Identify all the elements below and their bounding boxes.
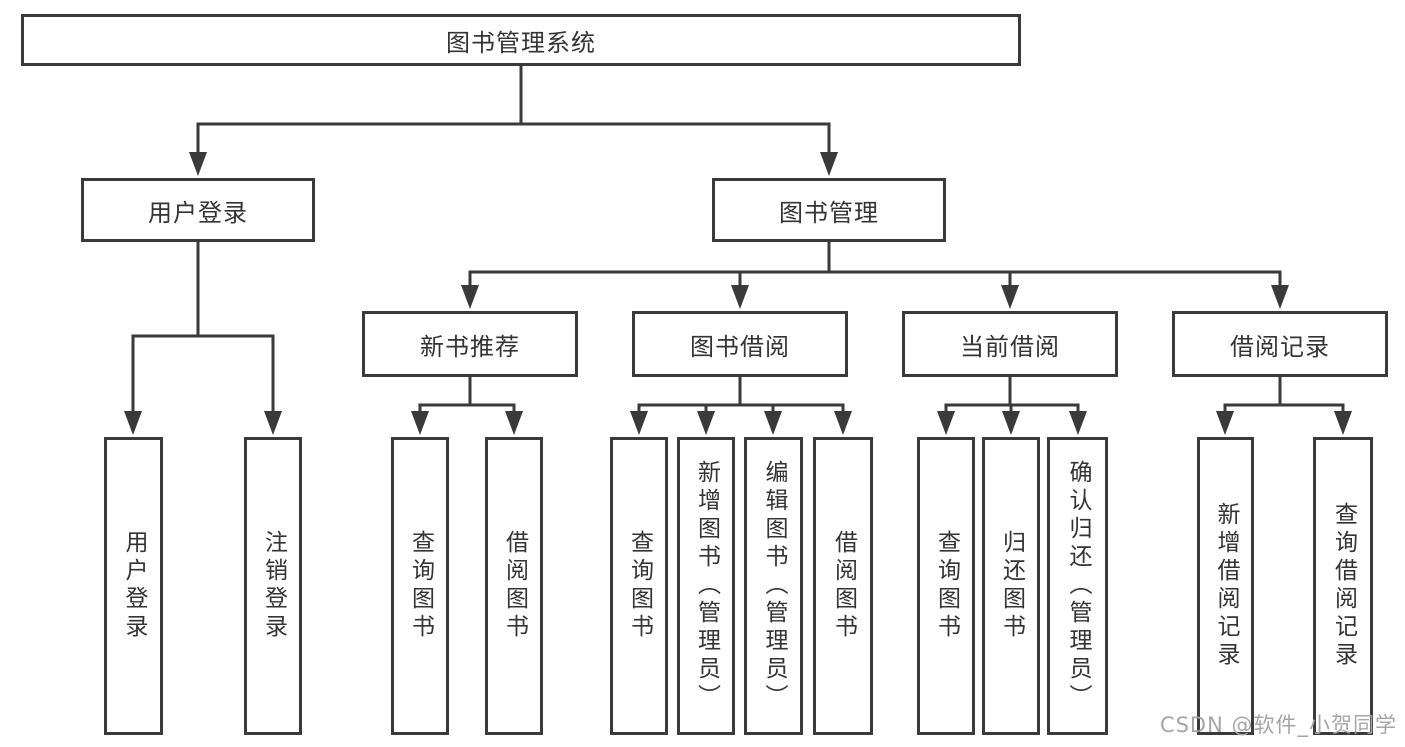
arrow-icon	[264, 411, 282, 435]
tree-connector-path	[131, 66, 1345, 413]
node-root-title: 图书管理系统	[21, 14, 1021, 66]
leaf-borrow-books-recommend: 借阅图书	[485, 437, 543, 735]
arrow-icon	[697, 411, 715, 435]
leaf-query-books-recommend: 查询图书	[391, 437, 449, 735]
node-new-book-recommend: 新书推荐	[362, 311, 578, 377]
arrowheads	[124, 152, 1352, 435]
arrow-icon	[630, 411, 648, 435]
leaf-borrow-books: 借阅图书	[813, 437, 873, 735]
arrow-icon	[1271, 285, 1289, 309]
arrow-icon	[1001, 285, 1019, 309]
arrow-icon	[731, 285, 749, 309]
leaf-return-book: 归还图书	[982, 437, 1040, 735]
leaf-logout-login: 注销登录	[244, 437, 302, 735]
node-user-login: 用户登录	[81, 178, 315, 242]
leaf-user-login: 用户登录	[104, 437, 163, 735]
node-borrow-records: 借阅记录	[1172, 311, 1388, 377]
leaf-add-book-admin: 新增图书（管理员）	[677, 437, 735, 735]
arrow-icon	[937, 411, 955, 435]
arrow-icon	[461, 285, 479, 309]
leaf-query-borrow-record: 查询借阅记录	[1313, 437, 1373, 735]
leaf-query-books-borrow: 查询图书	[610, 437, 668, 735]
leaf-add-borrow-record: 新增借阅记录	[1197, 437, 1254, 735]
leaf-edit-book-admin: 编辑图书（管理员）	[744, 437, 803, 735]
arrow-icon	[1069, 411, 1087, 435]
arrow-icon	[124, 411, 142, 435]
arrow-icon	[189, 152, 207, 176]
node-book-borrow: 图书借阅	[632, 311, 848, 377]
leaf-query-books-current: 查询图书	[917, 437, 975, 735]
arrow-icon	[411, 411, 429, 435]
arrow-icon	[505, 411, 523, 435]
node-current-borrow: 当前借阅	[902, 311, 1118, 377]
arrow-icon	[834, 411, 852, 435]
node-book-management: 图书管理	[712, 178, 946, 242]
arrow-icon	[820, 152, 838, 176]
arrow-icon	[1216, 411, 1234, 435]
leaf-confirm-return-admin: 确认归还（管理员）	[1047, 437, 1108, 735]
arrow-icon	[764, 411, 782, 435]
arrow-icon	[1334, 411, 1352, 435]
watermark-text: CSDN @软件_小贺同学	[1159, 713, 1397, 737]
arrow-icon	[1002, 411, 1020, 435]
